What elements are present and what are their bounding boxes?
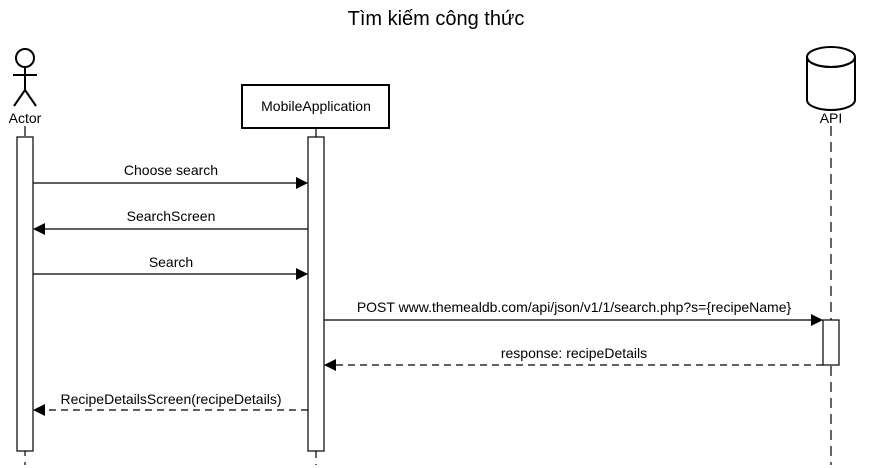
api-label: API [820, 110, 843, 126]
mobile-application-label: MobileApplication [261, 98, 371, 114]
message-label-search: Search [149, 254, 193, 270]
diagram-title: Tìm kiếm công thức [348, 8, 525, 30]
mobile-application-box [241, 84, 390, 129]
actor-icon [13, 48, 37, 107]
message-label-response: response: recipeDetails [501, 345, 647, 361]
database-icon [806, 46, 856, 111]
actor-activation-bar [16, 136, 34, 452]
actor-label: Actor [9, 110, 42, 126]
api-activation-bar [822, 319, 840, 366]
message-label-recipe-details-screen: RecipeDetailsScreen(recipeDetails) [61, 391, 282, 407]
mobile-application-activation-bar [307, 136, 325, 452]
message-label-post-search: POST www.themealdb.com/api/json/v1/1/sea… [357, 299, 792, 315]
message-label-choose-search: Choose search [124, 162, 218, 178]
message-label-search-screen: SearchScreen [127, 208, 216, 224]
